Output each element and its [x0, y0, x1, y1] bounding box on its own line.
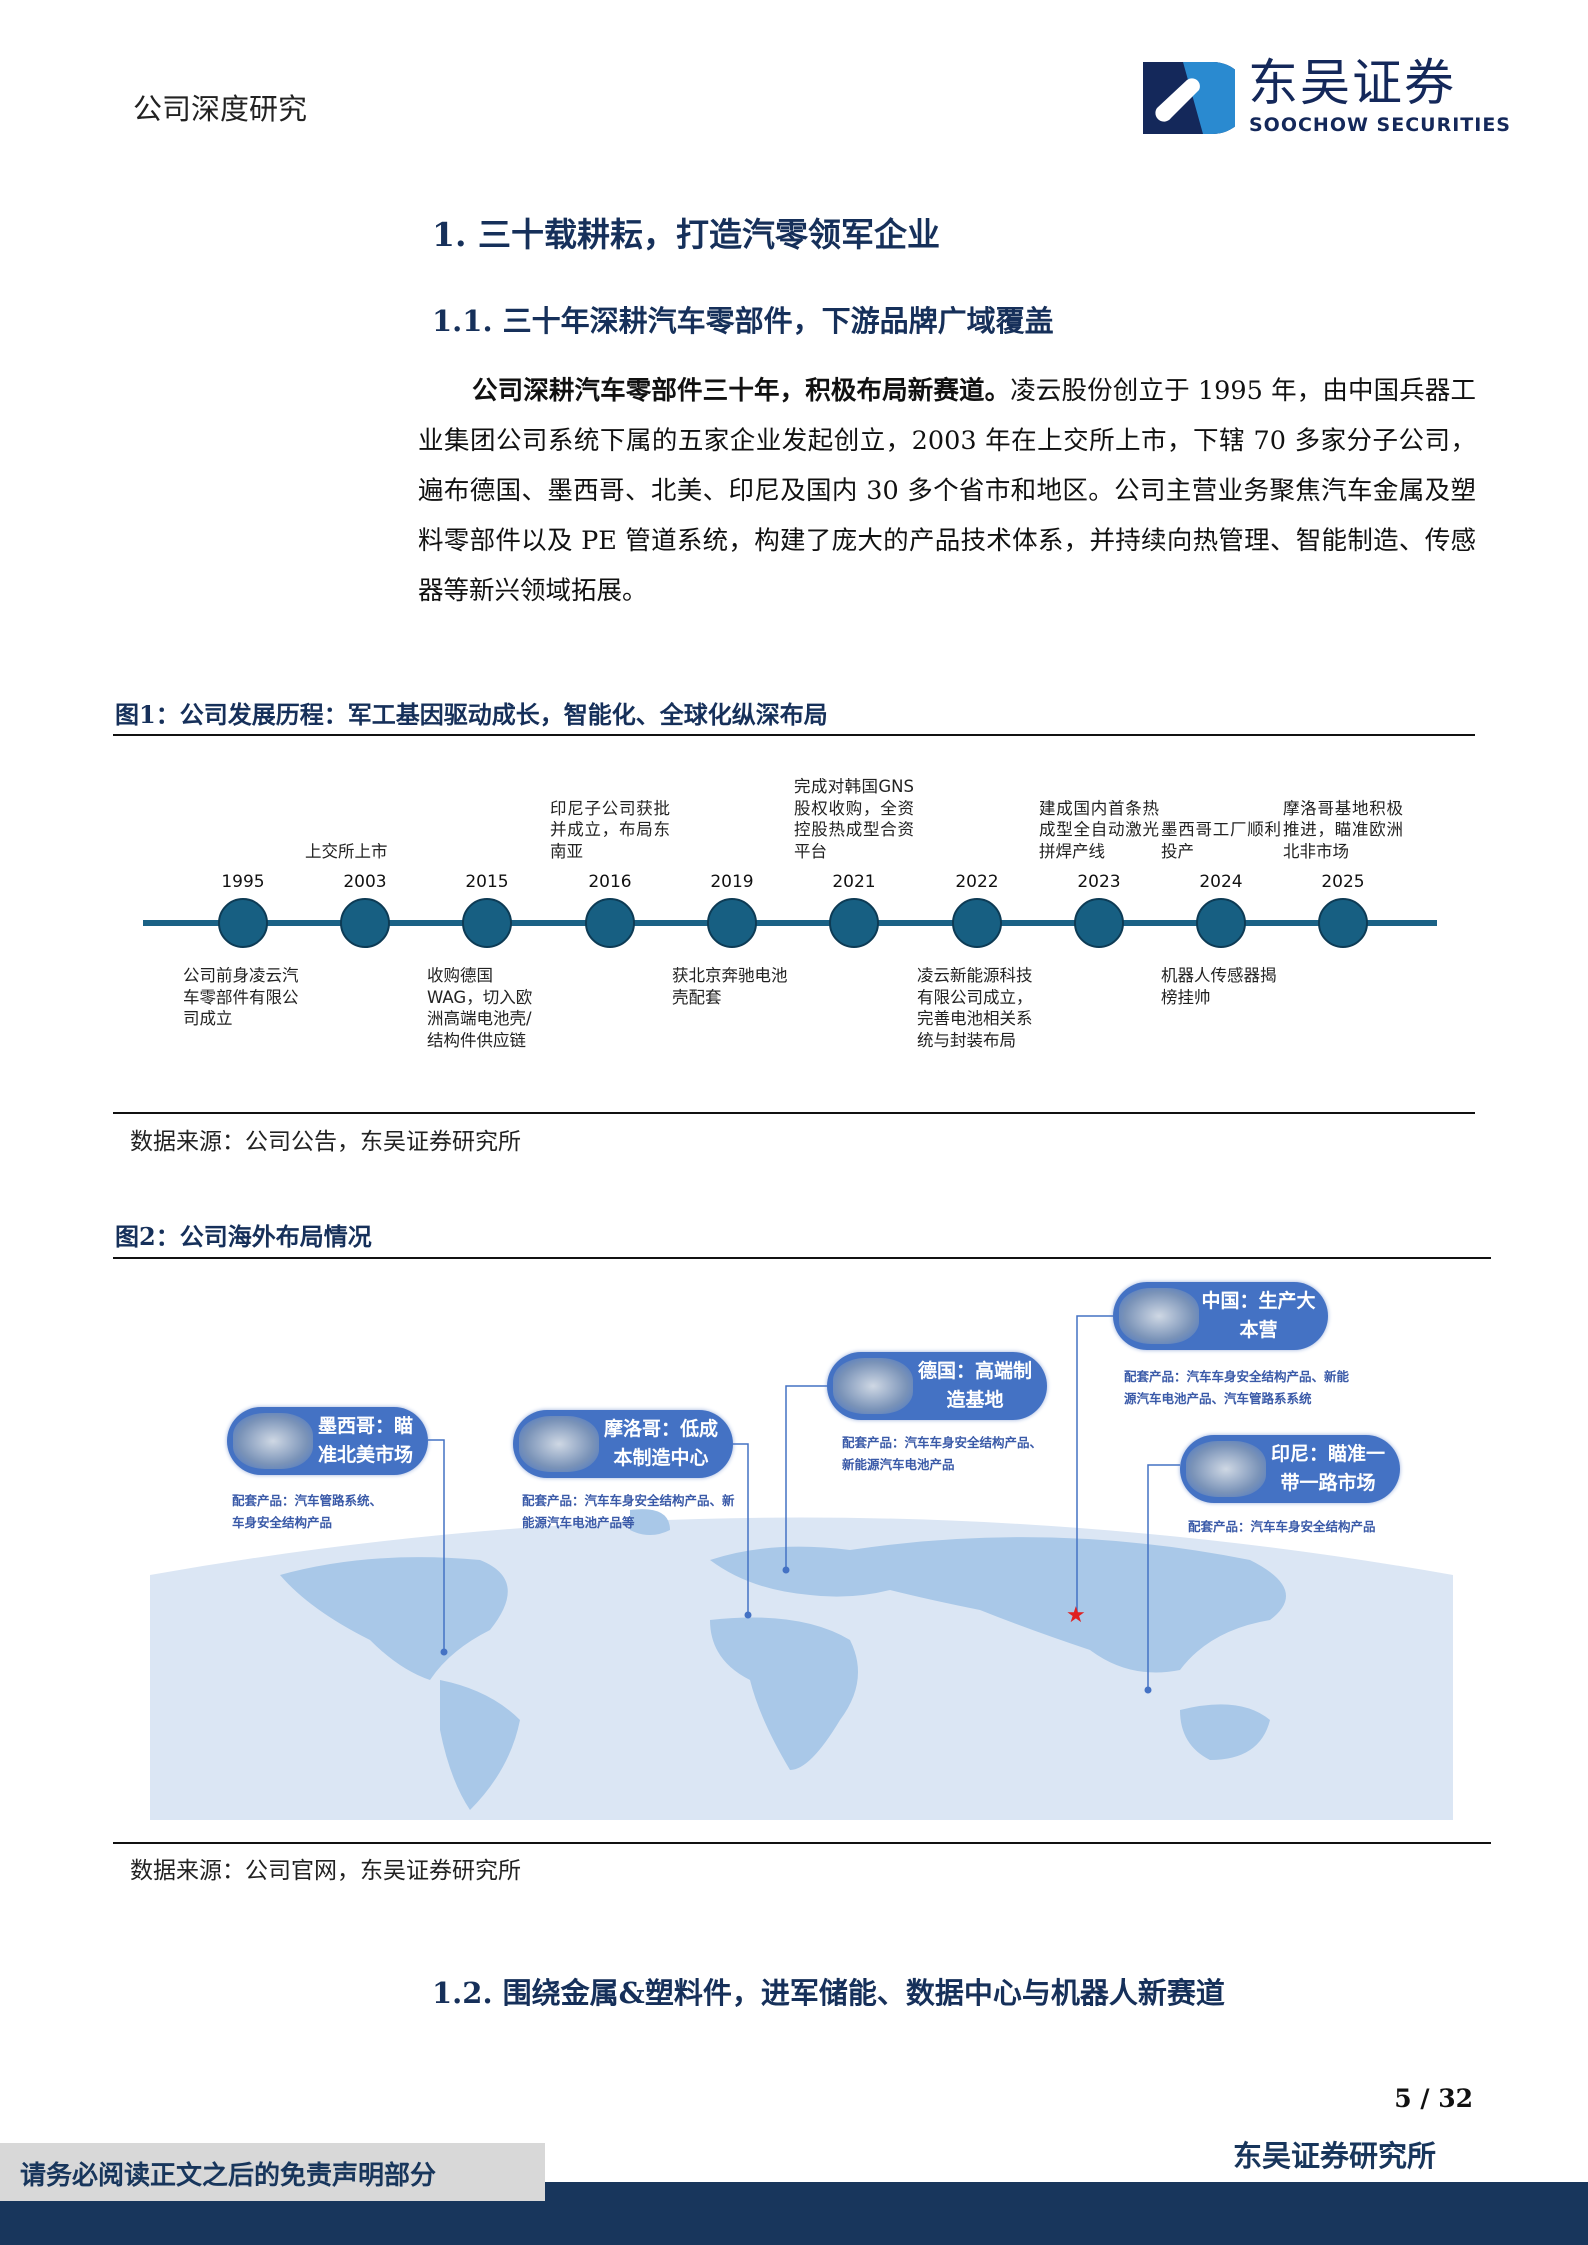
figure1-title: 图1：公司发展历程：军工基因驱动成长，智能化、全球化纵深布局 — [115, 700, 828, 729]
para-text: 凌云股份创立于 1995 年，由中国兵器工业集团公司系统下属的五家企业发起创立，… — [418, 376, 1476, 606]
timeline-year: 2021 — [832, 872, 876, 892]
site-products: 配套产品：汽车管路系统、车身安全结构产品 — [232, 1493, 383, 1530]
timeline-node — [462, 898, 512, 948]
factory-photo-icon — [1119, 1288, 1199, 1344]
timeline-year: 1995 — [221, 872, 265, 892]
timeline-top-label: 上交所上市 — [305, 841, 388, 861]
body-paragraph: 公司深耕汽车零部件三十年，积极布局新赛道。凌云股份创立于 1995 年，由中国兵… — [418, 366, 1476, 616]
site-badge: 印尼：瞄准一带一路市场 — [1180, 1435, 1400, 1503]
timeline-year: 2016 — [588, 872, 632, 892]
figure2-title: 图2：公司海外布局情况 — [115, 1222, 372, 1251]
site-badge: 墨西哥：瞄准北美市场 — [227, 1407, 428, 1475]
site-products: 配套产品：汽车车身安全结构产品、新能源汽车电池产品等 — [522, 1493, 735, 1530]
site-label: 德国：高端制造基地 — [917, 1360, 1032, 1411]
figure2-source: 数据来源：公司官网，东吴证券研究所 — [130, 1858, 521, 1884]
site-label: 中国：生产大本营 — [1201, 1290, 1316, 1341]
site-label: 摩洛哥：低成本制造中心 — [603, 1418, 718, 1469]
factory-photo-icon — [833, 1358, 913, 1414]
timeline-year: 2022 — [955, 872, 999, 892]
timeline-top-label: 完成对韩国GNS股权收购，全资控股热成型合资平台 — [794, 777, 914, 861]
page-number: 5 / 32 — [1394, 2084, 1473, 2113]
timeline-node — [1318, 898, 1368, 948]
site-label: 印尼：瞄准一带一路市场 — [1270, 1443, 1385, 1494]
subsection-heading: 1.1. 三十年深耕汽车零部件，下游品牌广域覆盖 — [432, 304, 1054, 338]
report-type: 公司深度研究 — [133, 92, 308, 126]
factory-photo-icon — [1186, 1441, 1266, 1497]
timeline-year: 2003 — [343, 872, 387, 892]
divider — [113, 1112, 1475, 1114]
divider — [113, 1257, 1491, 1259]
timeline-year: 2015 — [465, 872, 509, 892]
site-badge: 摩洛哥：低成本制造中心 — [513, 1410, 733, 1478]
timeline-year: 2024 — [1199, 872, 1243, 892]
subsection-heading: 1.2. 围绕金属&塑料件，进军储能、数据中心与机器人新赛道 — [432, 1976, 1225, 2010]
timeline-year: 2019 — [710, 872, 754, 892]
site-products: 配套产品：汽车车身安全结构产品 — [1188, 1519, 1376, 1534]
timeline-year: 2023 — [1077, 872, 1121, 892]
timeline-axis — [143, 920, 1437, 926]
logo-chinese: 东吴证券 — [1248, 54, 1456, 112]
divider — [113, 734, 1475, 736]
disclaimer-box: 请务必阅读正文之后的免责声明部分 — [0, 2143, 545, 2201]
timeline-node — [1196, 898, 1246, 948]
timeline-node — [340, 898, 390, 948]
section-heading: 1. 三十载耕耘，打造汽零领军企业 — [432, 215, 940, 254]
timeline-top-label: 印尼子公司获批并成立，布局东南亚 — [550, 798, 670, 861]
timeline-top-label: 墨西哥工厂顺利投产 — [1161, 820, 1281, 861]
para-lead: 公司深耕汽车零部件三十年，积极布局新赛道。 — [472, 376, 1011, 406]
footer-org: 东吴证券研究所 — [1233, 2139, 1437, 2173]
timeline-node — [707, 898, 757, 948]
timeline-bottom-label: 收购德国WAG，切入欧洲高端电池壳/结构件供应链 — [427, 966, 533, 1050]
timeline-bottom-label: 公司前身凌云汽车零部件有限公司成立 — [183, 966, 299, 1028]
world-map — [150, 1509, 1453, 1820]
factory-photo-icon — [519, 1416, 599, 1472]
timeline-top-label: 建成国内首条热成型全自动激光拼焊产线 — [1039, 798, 1159, 861]
site-products: 配套产品：汽车车身安全结构产品、新能源汽车电池产品 — [842, 1435, 1043, 1472]
logo-english: SOOCHOW SECURITIES — [1249, 114, 1511, 136]
timeline-node — [585, 898, 635, 948]
site-badge: 德国：高端制造基地 — [827, 1352, 1047, 1420]
timeline-year: 2025 — [1321, 872, 1365, 892]
timeline-bottom-label: 机器人传感器揭榜挂帅 — [1161, 966, 1277, 1007]
timeline-node — [218, 898, 268, 948]
timeline-top-label: 摩洛哥基地积极推进，瞄准欧洲北非市场 — [1283, 798, 1403, 861]
timeline-node — [1074, 898, 1124, 948]
factory-photo-icon — [233, 1413, 313, 1469]
site-badge: 中国：生产大本营 — [1113, 1282, 1328, 1350]
divider — [113, 1842, 1491, 1844]
disclaimer-text: 请务必阅读正文之后的免责声明部分 — [20, 2161, 437, 2191]
figure1-source: 数据来源：公司公告，东吴证券研究所 — [130, 1129, 521, 1155]
soochow-logo-icon — [1143, 62, 1235, 134]
timeline-bottom-label: 获北京奔驰电池壳配套 — [672, 966, 788, 1007]
timeline-bottom-label: 凌云新能源科技有限公司成立，完善电池相关系统与封装布局 — [917, 966, 1033, 1050]
site-label: 墨西哥：瞄准北美市场 — [317, 1415, 413, 1466]
timeline-node — [952, 898, 1002, 948]
site-products: 配套产品：汽车车身安全结构产品、新能源汽车电池产品、汽车管路系系统 — [1124, 1369, 1350, 1406]
timeline-node — [829, 898, 879, 948]
